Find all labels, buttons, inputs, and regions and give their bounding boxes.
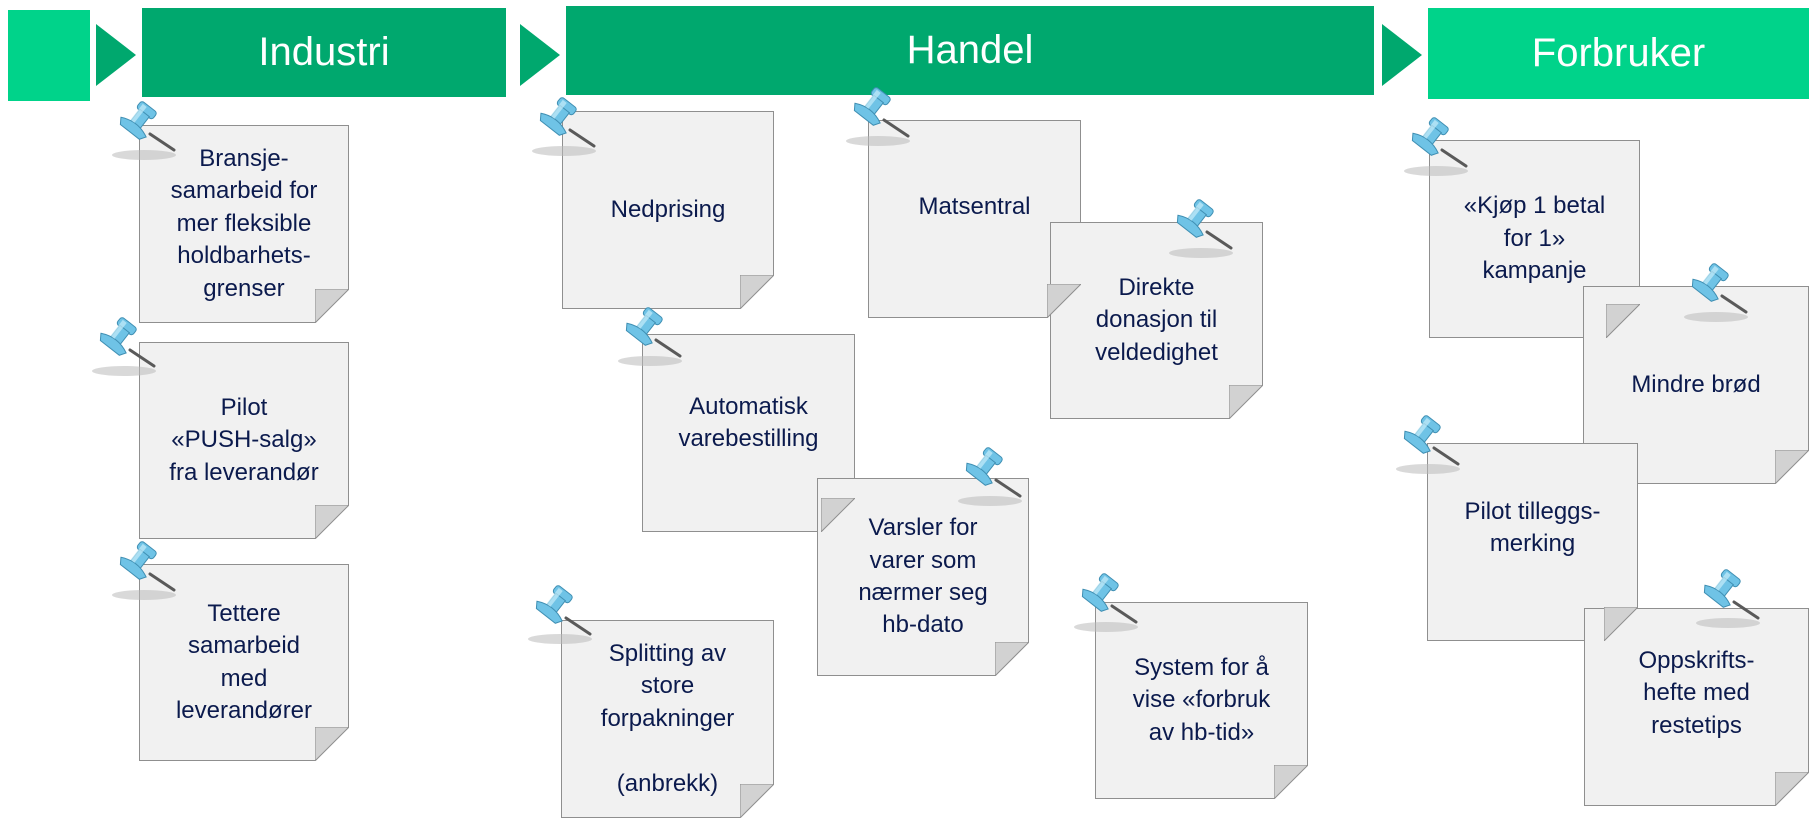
note-varsler-text: Varsler for varer som nærmer seg hb-dato [858, 514, 988, 639]
note-folded-corner [740, 784, 774, 818]
note-automatisk-varebestilling-text: Automatisk varebestilling [678, 393, 819, 453]
note-system-hb-tid: System for å vise «forbruk av hb-tid» [1095, 602, 1308, 799]
note-folded-corner [315, 727, 349, 761]
note-oppskriftshefte-text: Oppskrifts- hefte med restetips [1638, 647, 1755, 739]
flow-start-block [8, 10, 90, 101]
header-industri-label: Industri [258, 30, 390, 74]
note-folded-corner [1775, 772, 1809, 806]
push-pin-icon [524, 584, 596, 648]
note-pilot-push: Pilot «PUSH-salg» fra leverandør [139, 342, 349, 539]
push-pin-icon [1070, 572, 1142, 636]
note-folded-corner [315, 289, 349, 323]
note-splitting: Splitting av store forpakninger (anbrekk… [561, 620, 774, 818]
header-handel: Handel [566, 6, 1374, 95]
note-nedprising-text: Nedprising [610, 195, 726, 223]
note-nedprising: Nedprising [562, 111, 774, 309]
push-pin-icon [88, 316, 160, 380]
note-bransjesamarbeid-text: Bransje- samarbeid for mer fleksible hol… [170, 145, 318, 302]
push-pin-icon [1392, 414, 1464, 478]
note-varsler: Varsler for varer som nærmer seg hb-dato [817, 478, 1029, 676]
push-pin-icon [108, 540, 180, 604]
note-folded-corner [1606, 304, 1640, 338]
push-pin-icon [108, 100, 180, 164]
note-mindre-brod-text: Mindre brød [1631, 370, 1761, 398]
note-bransjesamarbeid: Bransje- samarbeid for mer fleksible hol… [139, 125, 349, 323]
note-tettere-samarbeid-text: Tettere samarbeid med leverandører [175, 599, 313, 724]
note-folded-corner [995, 642, 1029, 676]
note-matsentral: Matsentral [868, 120, 1081, 318]
note-system-hb-tid-text: System for å vise «forbruk av hb-tid» [1132, 653, 1271, 746]
push-pin-icon [1692, 568, 1764, 632]
push-pin-icon [614, 306, 686, 370]
note-splitting-text: Splitting av store forpakninger (anbrekk… [600, 640, 735, 797]
note-folded-corner [1274, 765, 1308, 799]
note-folded-corner [821, 498, 855, 532]
note-kjop-1-betal-for-1-text: «Kjøp 1 betal for 1» kampanje [1463, 192, 1606, 285]
note-folded-corner [1047, 284, 1081, 318]
note-tettere-samarbeid: Tettere samarbeid med leverandører [139, 564, 349, 761]
note-direkte-donasjon-text: Direkte donasjon til veldedighet [1095, 273, 1218, 366]
note-folded-corner [315, 505, 349, 539]
arrow-to-forbruker [1382, 24, 1422, 86]
arrow-to-handel [520, 24, 560, 86]
note-folded-corner [1604, 607, 1638, 641]
push-pin-icon [842, 86, 914, 150]
note-pilot-push-text: Pilot «PUSH-salg» fra leverandør [169, 393, 319, 486]
push-pin-icon [954, 446, 1026, 510]
push-pin-icon [1165, 198, 1237, 262]
note-matsentral-text: Matsentral [918, 193, 1031, 220]
header-forbruker: Forbruker [1428, 8, 1809, 99]
arrow-to-industri [96, 24, 136, 86]
header-handel-label: Handel [906, 28, 1034, 72]
push-pin-icon [1400, 116, 1472, 180]
push-pin-icon [1680, 262, 1752, 326]
header-forbruker-label: Forbruker [1531, 31, 1706, 75]
header-industri: Industri [142, 8, 506, 97]
push-pin-icon [528, 96, 600, 160]
note-folded-corner [740, 275, 774, 309]
note-folded-corner [1775, 450, 1809, 484]
note-pilot-tilleggsmerking-text: Pilot tilleggs- merking [1464, 498, 1601, 558]
note-folded-corner [1229, 385, 1263, 419]
